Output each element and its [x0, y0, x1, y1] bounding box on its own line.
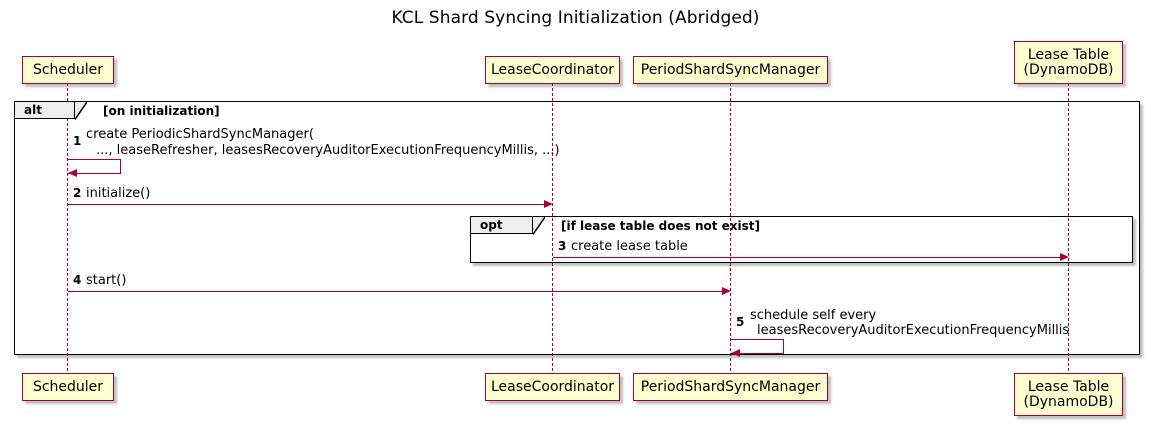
- message-4-line: [68, 291, 722, 292]
- message-5-text-line2: leasesRecoveryAuditorExecutionFrequencyM…: [757, 323, 1070, 338]
- participant-period-shard-sync-manager-bottom[interactable]: PeriodShardSyncManager: [633, 373, 828, 401]
- fragment-opt-guard: [if lease table does not exist]: [561, 219, 761, 233]
- message-2-text: initialize(): [86, 186, 151, 201]
- participant-scheduler-top[interactable]: Scheduler: [22, 56, 114, 84]
- participant-lease-coordinator-bottom[interactable]: LeaseCoordinator: [485, 373, 620, 401]
- message-5-number: 5: [736, 315, 745, 329]
- lifeline-period-shard-sync-manager: [730, 83, 731, 371]
- participant-period-shard-sync-manager-top[interactable]: PeriodShardSyncManager: [633, 56, 828, 84]
- participant-scheduler-bottom[interactable]: Scheduler: [22, 373, 114, 401]
- lifeline-lease-table: [1068, 83, 1069, 371]
- participant-label: Scheduler: [32, 378, 104, 395]
- message-3-arrow-head: [1060, 253, 1069, 261]
- message-1-self-loop: [68, 159, 121, 174]
- participant-label-line1: Lease Table: [1027, 378, 1110, 395]
- participant-label-line2: (DynamoDB): [1023, 393, 1114, 410]
- message-5-self-loop: [731, 339, 784, 354]
- fragment-alt-operator-label: alt: [24, 103, 42, 117]
- message-1-arrow-head: [68, 169, 77, 177]
- fragment-opt-operator-label: opt: [480, 218, 503, 232]
- participant-lease-coordinator-top[interactable]: LeaseCoordinator: [485, 56, 620, 84]
- fragment-alt-guard: [on initialization]: [103, 104, 220, 118]
- message-4-number: 4: [73, 273, 82, 287]
- participant-label: PeriodShardSyncManager: [640, 378, 821, 395]
- participant-lease-table-bottom[interactable]: Lease Table (DynamoDB): [1014, 373, 1123, 416]
- message-4-text: start(): [86, 273, 127, 288]
- lifeline-lease-coordinator: [552, 83, 553, 371]
- participant-label-line2: (DynamoDB): [1023, 61, 1114, 78]
- message-3-text: create lease table: [571, 239, 688, 254]
- fragment-opt-tab-corner: [533, 217, 545, 235]
- lifeline-scheduler: [67, 83, 68, 371]
- diagram-title: KCL Shard Syncing Initialization (Abridg…: [391, 8, 760, 28]
- message-5-arrow-head: [731, 349, 740, 357]
- fragment-alt-operator-tab: alt: [15, 102, 75, 119]
- fragment-alt-tab-corner: [75, 102, 87, 120]
- message-1-text-line1: create PeriodicShardSyncManager(: [86, 127, 314, 142]
- fragment-opt-operator-tab: opt: [471, 217, 533, 234]
- message-5-text-line1: schedule self every: [750, 308, 877, 323]
- participant-lease-table-top[interactable]: Lease Table (DynamoDB): [1014, 41, 1123, 84]
- participant-label: PeriodShardSyncManager: [640, 61, 821, 78]
- message-4-arrow-head: [722, 287, 731, 295]
- message-3-line: [553, 257, 1060, 258]
- message-2-line: [68, 204, 544, 205]
- message-1-text-line2: ..., leaseRefresher, leasesRecoveryAudit…: [96, 143, 560, 158]
- participant-label: LeaseCoordinator: [490, 61, 615, 78]
- message-3-number: 3: [558, 239, 567, 253]
- participant-label-line1: Lease Table: [1027, 46, 1110, 63]
- participant-label: Scheduler: [32, 61, 104, 78]
- participant-label: LeaseCoordinator: [490, 378, 615, 395]
- fragment-opt: opt [if lease table does not exist]: [470, 216, 1133, 263]
- message-2-number: 2: [73, 186, 82, 200]
- fragment-alt: alt [on initialization]: [14, 101, 1140, 355]
- message-2-arrow-head: [544, 200, 553, 208]
- message-1-number: 1: [73, 134, 82, 148]
